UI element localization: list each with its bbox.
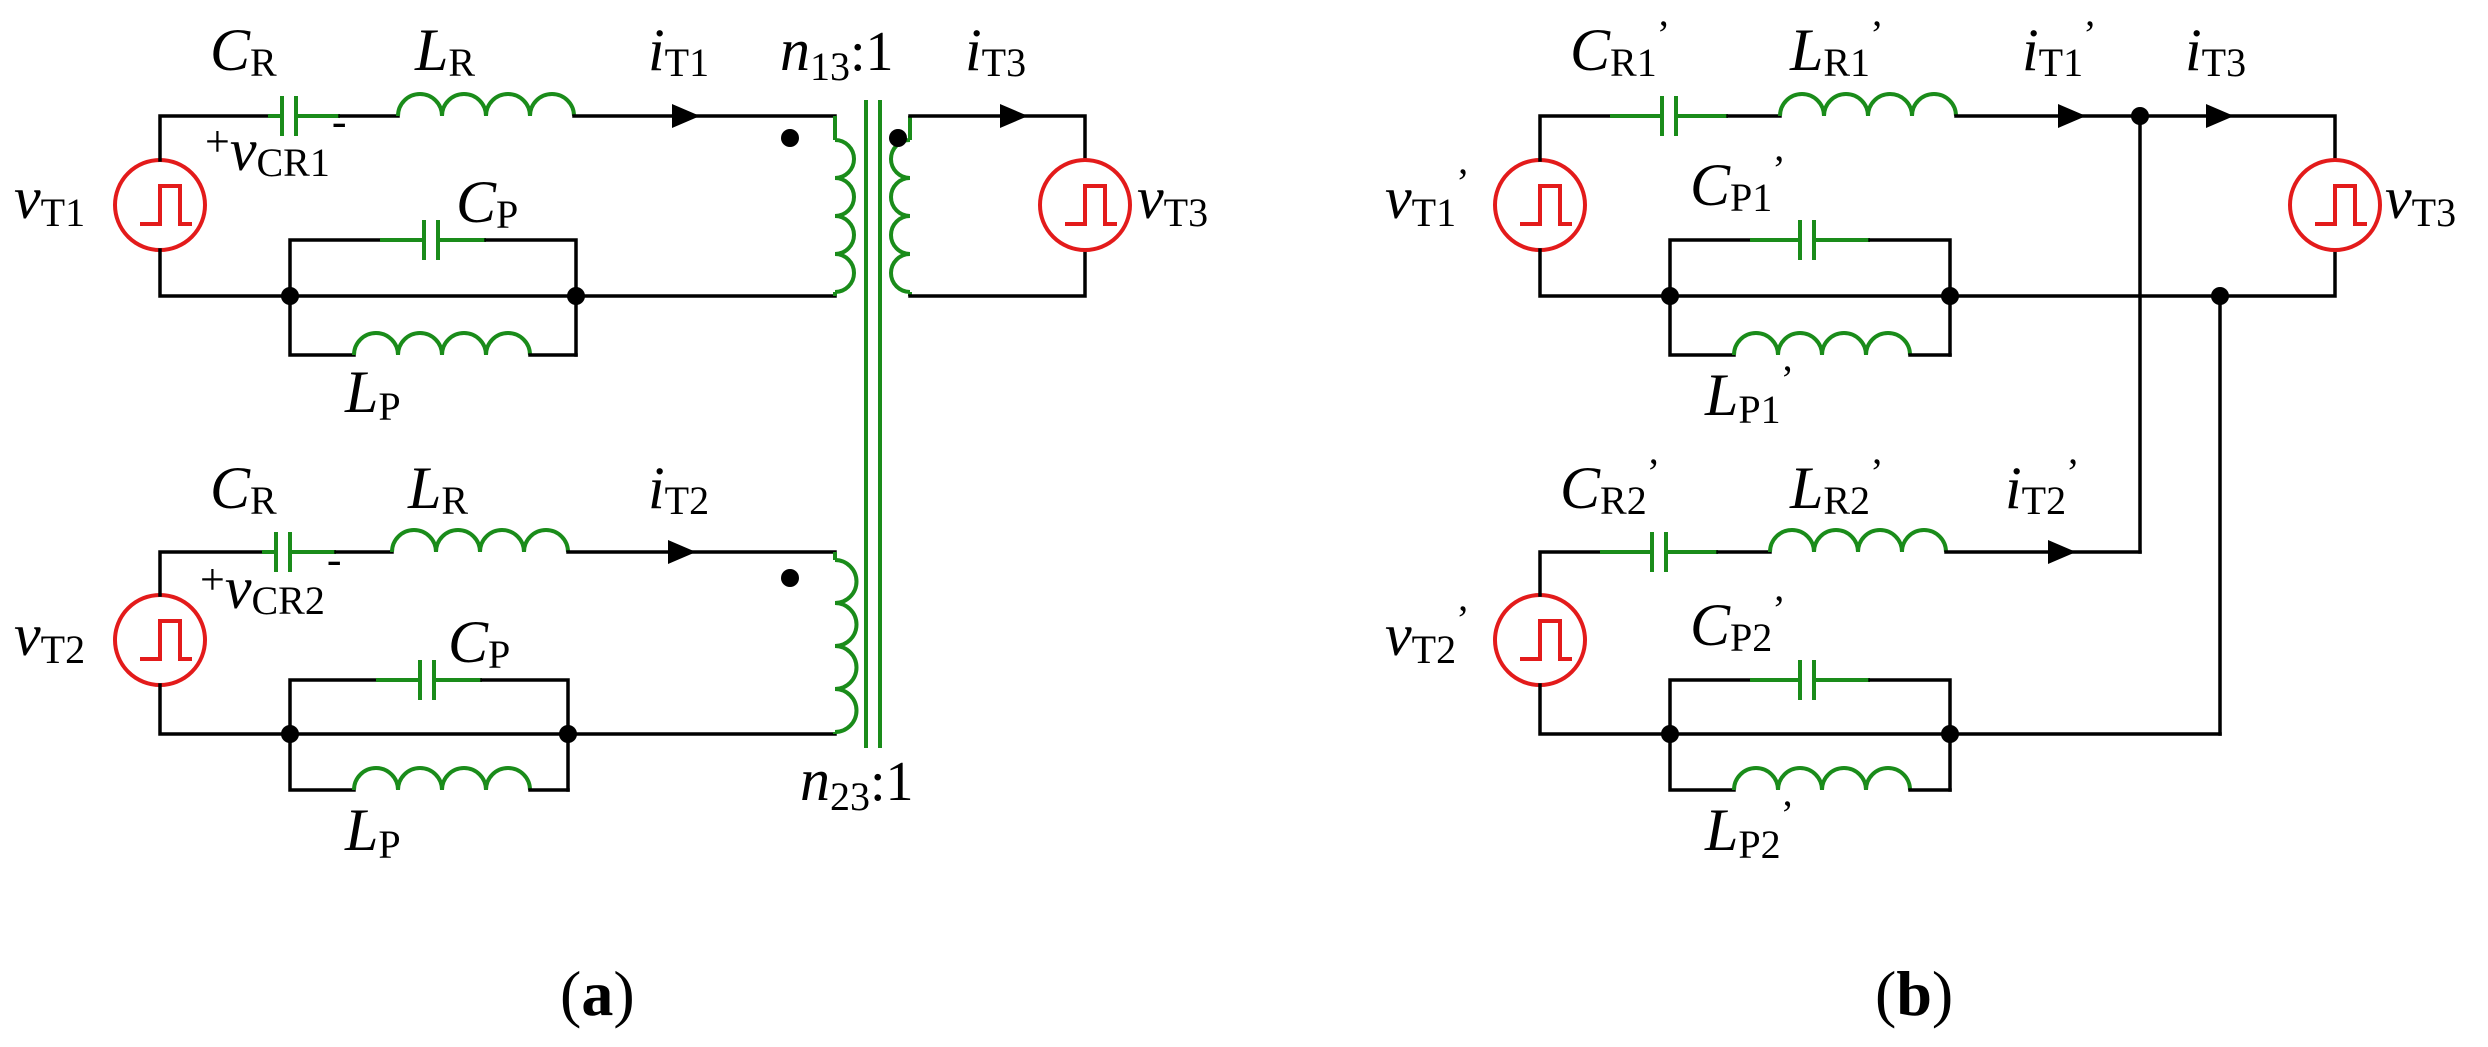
polarity-dot	[781, 129, 799, 147]
label-lr1-prime: LR1’	[1789, 12, 1883, 85]
junction-node	[1941, 287, 1959, 305]
panel-a: CR LR iT1 n13:1 iT3 vT1 vT3 +vCR1- CP LP	[14, 17, 1208, 1029]
source-vt3-b	[2288, 158, 2382, 252]
current-arrow-it2-prime	[2048, 540, 2076, 564]
label-lr2-prime: LR2’	[1789, 450, 1883, 523]
inductor-lp1	[352, 331, 532, 356]
label-cr-top: CR	[210, 17, 277, 85]
inductor-lr2	[390, 528, 570, 553]
label-cp-top: CP	[456, 169, 518, 237]
label-n23: n23:1	[800, 747, 914, 819]
current-arrow-it3	[1000, 104, 1028, 128]
label-cp1-prime: CP1’	[1690, 147, 1786, 220]
source-vt1-prime	[1493, 158, 1587, 252]
junction-node	[281, 725, 299, 743]
junction-node	[567, 287, 585, 305]
label-n13: n13:1	[780, 17, 894, 89]
label-cp-bottom: CP	[448, 609, 510, 677]
capacitor-cr2-prime	[1600, 532, 1718, 572]
label-lp-top: LP	[344, 359, 401, 429]
label-it3-b: iT3	[2185, 17, 2246, 85]
capacitor-cr1-prime	[1610, 96, 1728, 136]
current-arrow-it3-prime	[2206, 104, 2234, 128]
current-arrow-it1	[672, 104, 700, 128]
label-it2-prime: iT2’	[2005, 450, 2079, 523]
label-lr-bottom: LR	[407, 455, 468, 523]
label-vt1-prime: vT1’	[1385, 160, 1469, 235]
current-arrow-it2	[668, 540, 696, 564]
label-cr1-prime: CR1’	[1570, 12, 1670, 85]
transformer	[781, 100, 912, 748]
source-vt2	[113, 593, 207, 687]
label-vt3-b: vT3	[2385, 165, 2456, 235]
junction-node	[559, 725, 577, 743]
inductor-lp1-prime	[1732, 331, 1912, 356]
source-vt1	[113, 158, 207, 252]
label-vt1: vT1	[14, 165, 85, 235]
label-it1: iT1	[648, 17, 709, 85]
label-lp1-prime: LP1’	[1704, 357, 1794, 432]
label-lp2-prime: LP2’	[1704, 792, 1794, 867]
label-cp2-prime: CP2’	[1690, 587, 1786, 660]
label-it2: iT2	[648, 455, 709, 523]
label-vcr1: +vCR1-	[205, 97, 346, 185]
junction-node	[1941, 725, 1959, 743]
source-vt3	[1038, 158, 1132, 252]
source-vt2-prime	[1493, 593, 1587, 687]
capacitor-cp1-prime	[1750, 220, 1870, 260]
panel-b: CR1’ LR1’ iT1’ iT3 vT1’ vT3 CP1’ LP1’ CR…	[1385, 12, 2456, 1029]
label-it3: iT3	[965, 17, 1026, 85]
label-cr2-prime: CR2’	[1560, 450, 1660, 523]
current-arrow-it1-prime	[2058, 104, 2086, 128]
junction-node	[1661, 287, 1679, 305]
label-vt2-prime: vT2’	[1385, 597, 1469, 672]
inductor-lp2-prime	[1732, 766, 1912, 791]
label-vcr2: +vCR2-	[200, 535, 341, 623]
capacitor-cp1	[380, 220, 486, 260]
label-cr-bottom: CR	[210, 455, 277, 523]
junction-node	[281, 287, 299, 305]
capacitor-cr1	[268, 96, 340, 136]
capacitor-cr2	[262, 532, 336, 572]
inductor-lr1	[396, 92, 576, 117]
label-lp-bottom: LP	[344, 797, 401, 867]
inductor-lr2-prime	[1768, 528, 1948, 553]
label-vt3: vT3	[1137, 165, 1208, 235]
caption-a: (a)	[560, 958, 635, 1029]
label-lr-top: LR	[414, 17, 475, 85]
polarity-dot	[889, 129, 907, 147]
caption-b: (b)	[1875, 958, 1953, 1029]
capacitor-cp2-prime	[1750, 660, 1870, 700]
inductor-lr1-prime	[1778, 92, 1958, 117]
capacitor-cp2	[376, 660, 482, 700]
polarity-dot	[781, 569, 799, 587]
inductor-lp2	[352, 766, 532, 791]
label-it1-prime: iT1’	[2022, 12, 2096, 85]
junction-node	[1661, 725, 1679, 743]
label-vt2: vT2	[14, 602, 85, 672]
